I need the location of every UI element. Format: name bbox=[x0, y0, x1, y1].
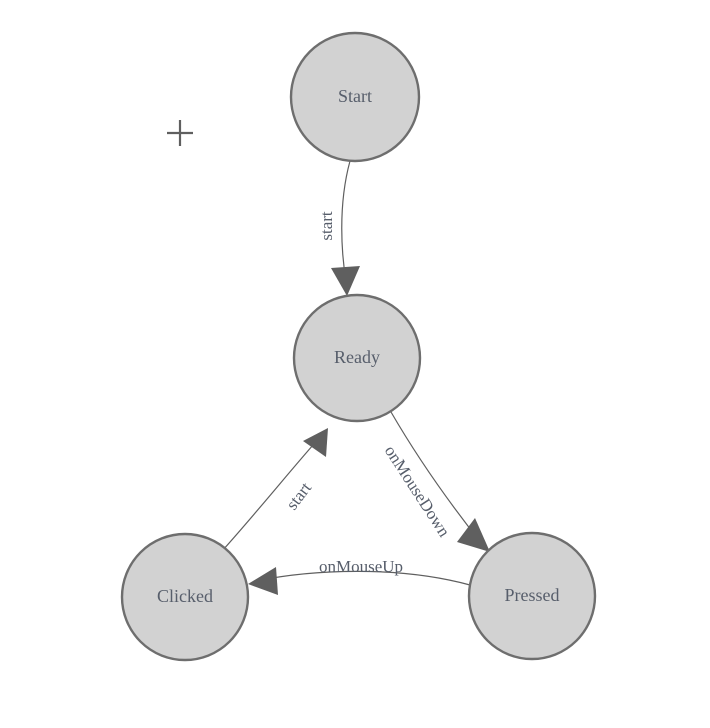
node-start[interactable]: Start bbox=[289, 31, 421, 163]
edge-label-start-return: start bbox=[282, 478, 315, 513]
node-pressed[interactable]: Pressed bbox=[467, 531, 597, 661]
node-circle[interactable] bbox=[289, 31, 421, 163]
arrowhead-icon bbox=[457, 518, 490, 552]
node-clicked[interactable]: Clicked bbox=[120, 532, 250, 662]
edge-ready-to-pressed[interactable]: onMouseDown bbox=[381, 411, 490, 552]
edge-pressed-to-clicked[interactable]: onMouseUp bbox=[248, 557, 471, 595]
node-ready[interactable]: Ready bbox=[292, 293, 422, 423]
arrowhead-icon bbox=[248, 567, 278, 595]
node-circle[interactable] bbox=[120, 532, 250, 662]
arrowhead-icon bbox=[303, 428, 328, 457]
nodes-layer: Start Ready Clicked Pressed bbox=[120, 31, 597, 662]
edge-clicked-to-ready[interactable]: start bbox=[221, 428, 328, 552]
node-circle[interactable] bbox=[467, 531, 597, 661]
edge-label-onmousedown: onMouseDown bbox=[381, 442, 454, 541]
edge-label-start: start bbox=[317, 211, 336, 241]
node-circle[interactable] bbox=[292, 293, 422, 423]
edge-line bbox=[221, 435, 322, 552]
edge-label-onmouseup: onMouseUp bbox=[319, 557, 403, 576]
arrowhead-icon bbox=[331, 266, 360, 296]
node-label: Ready bbox=[334, 347, 380, 367]
node-label: Start bbox=[338, 86, 372, 106]
edge-start-to-ready[interactable]: start bbox=[317, 160, 360, 296]
crosshair-marker-icon bbox=[167, 120, 193, 146]
node-label: Pressed bbox=[505, 585, 560, 605]
edge-line bbox=[255, 570, 471, 586]
node-label: Clicked bbox=[157, 586, 213, 606]
